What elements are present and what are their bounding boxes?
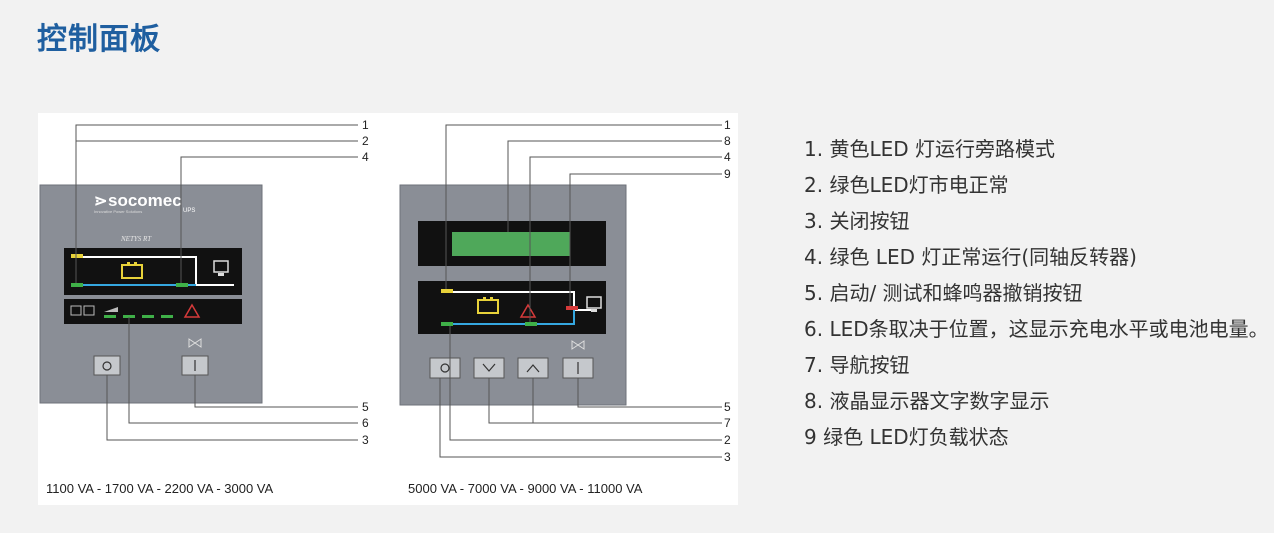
off-button[interactable] — [93, 355, 121, 376]
led-yellow-bypass — [441, 289, 453, 293]
led-green-normal — [176, 283, 188, 287]
power-icon — [440, 363, 450, 373]
bypass-flow-line — [446, 291, 591, 311]
callout-number: 8 — [724, 134, 731, 148]
normal-flow-line — [446, 310, 575, 325]
start-test-button[interactable] — [181, 355, 209, 376]
warning-icon — [519, 303, 537, 318]
leader-4 — [180, 156, 358, 283]
callout-number: 1 — [362, 118, 369, 132]
callout-number: 7 — [724, 416, 731, 430]
leader-1 — [445, 124, 722, 289]
bell-mute-icon — [571, 340, 585, 350]
led-green-mains — [71, 283, 83, 287]
warning-icon — [183, 303, 201, 318]
arrow-up-icon — [526, 364, 540, 373]
callout-number: 9 — [724, 167, 731, 181]
callout-number: 5 — [362, 400, 369, 414]
callout-number: 2 — [362, 134, 369, 148]
status-display — [64, 248, 242, 295]
bypass-flow-line — [74, 256, 234, 286]
leader-2 — [449, 326, 722, 441]
level-load-icon — [83, 305, 95, 316]
callout-number: 2 — [724, 433, 731, 447]
legend-item: 4. 绿色 LED 灯正常运行(同轴反转器) — [804, 245, 1137, 269]
brand-name: socomec — [108, 191, 182, 210]
led-green-mains — [441, 322, 453, 326]
legend-item: 8. 液晶显示器文字数字显示 — [804, 389, 1050, 413]
level-ramp-icon — [104, 307, 118, 312]
led-bar-3 — [142, 315, 154, 318]
legend-list: 1. 黄色LED 灯运行旁路模式 2. 绿色LED灯市电正常 3. 关闭按钮 4… — [804, 131, 1274, 455]
legend-item: 5. 启动/ 测试和蜂鸣器撤销按钮 — [804, 281, 1083, 305]
socomec-logo: ⋗ socomec UPS Innovative Power Solutions — [94, 191, 195, 214]
led-yellow-bypass — [71, 254, 83, 258]
left-caption: 1100 VA - 1700 VA - 2200 VA - 3000 VA — [46, 481, 274, 496]
led-bar-4 — [161, 315, 173, 318]
monitor-icon — [586, 296, 602, 312]
legend-item: 1. 黄色LED 灯运行旁路模式 — [804, 137, 1055, 161]
callout-number: 5 — [724, 400, 731, 414]
nav-down-button[interactable] — [473, 357, 505, 379]
control-panel-figure: ⋗ socomec UPS Innovative Power Solutions… — [38, 113, 738, 505]
leader-5 — [577, 378, 722, 408]
monitor-icon — [213, 260, 229, 276]
level-bar-display — [64, 299, 242, 324]
bell-mute-icon — [188, 338, 202, 348]
start-test-button[interactable] — [562, 357, 594, 379]
legend-item: 7. 导航按钮 — [804, 353, 910, 377]
led-bar-2 — [123, 315, 135, 318]
nav-up-button[interactable] — [517, 357, 549, 379]
brand-sub: UPS — [183, 208, 195, 214]
legend-item: 3. 关闭按钮 — [804, 209, 910, 233]
model-label: NETYS RT — [120, 235, 152, 243]
svg-text:⋗: ⋗ — [94, 193, 107, 210]
leader-3 — [439, 378, 722, 458]
leader-6 — [128, 317, 358, 424]
page-title: 控制面板 — [37, 22, 161, 57]
legend-item: 6. LED条取决于位置，这显示充电水平或电池电量。 — [804, 317, 1269, 341]
callout-number: 1 — [724, 118, 731, 132]
led-bar-1 — [104, 315, 116, 318]
level-battery-icon — [70, 305, 82, 316]
leader-2 — [75, 140, 358, 283]
callout-number: 6 — [362, 416, 369, 430]
arrow-down-icon — [482, 363, 496, 372]
legend-item: 9 绿色 LED灯负载状态 — [804, 425, 1009, 449]
leader-4 — [529, 156, 722, 322]
brand-tagline: Innovative Power Solutions — [94, 209, 142, 214]
callout-number: 4 — [724, 150, 731, 164]
leader-7 — [488, 378, 722, 424]
legend-item: 2. 绿色LED灯市电正常 — [804, 173, 1009, 197]
leader-8 — [507, 140, 722, 232]
battery-icon — [121, 262, 143, 279]
callout-number: 3 — [362, 433, 369, 447]
leader-3 — [106, 375, 358, 441]
led-green-normal — [525, 322, 537, 326]
right-ups-panel: 1 8 4 9 5 7 2 3 5000 VA - 7000 VA - 9000… — [399, 118, 731, 496]
left-ups-panel: ⋗ socomec UPS Innovative Power Solutions… — [39, 118, 369, 496]
leader-5 — [194, 375, 358, 408]
led-load-status — [566, 306, 578, 310]
lcd-screen — [452, 232, 570, 256]
off-button[interactable] — [429, 357, 461, 379]
right-caption: 5000 VA - 7000 VA - 9000 VA - 11000 VA — [408, 481, 643, 496]
callout-number: 4 — [362, 150, 369, 164]
leader-9 — [569, 173, 722, 306]
power-icon — [102, 361, 112, 371]
callout-number: 3 — [724, 450, 731, 464]
battery-icon — [477, 297, 499, 314]
